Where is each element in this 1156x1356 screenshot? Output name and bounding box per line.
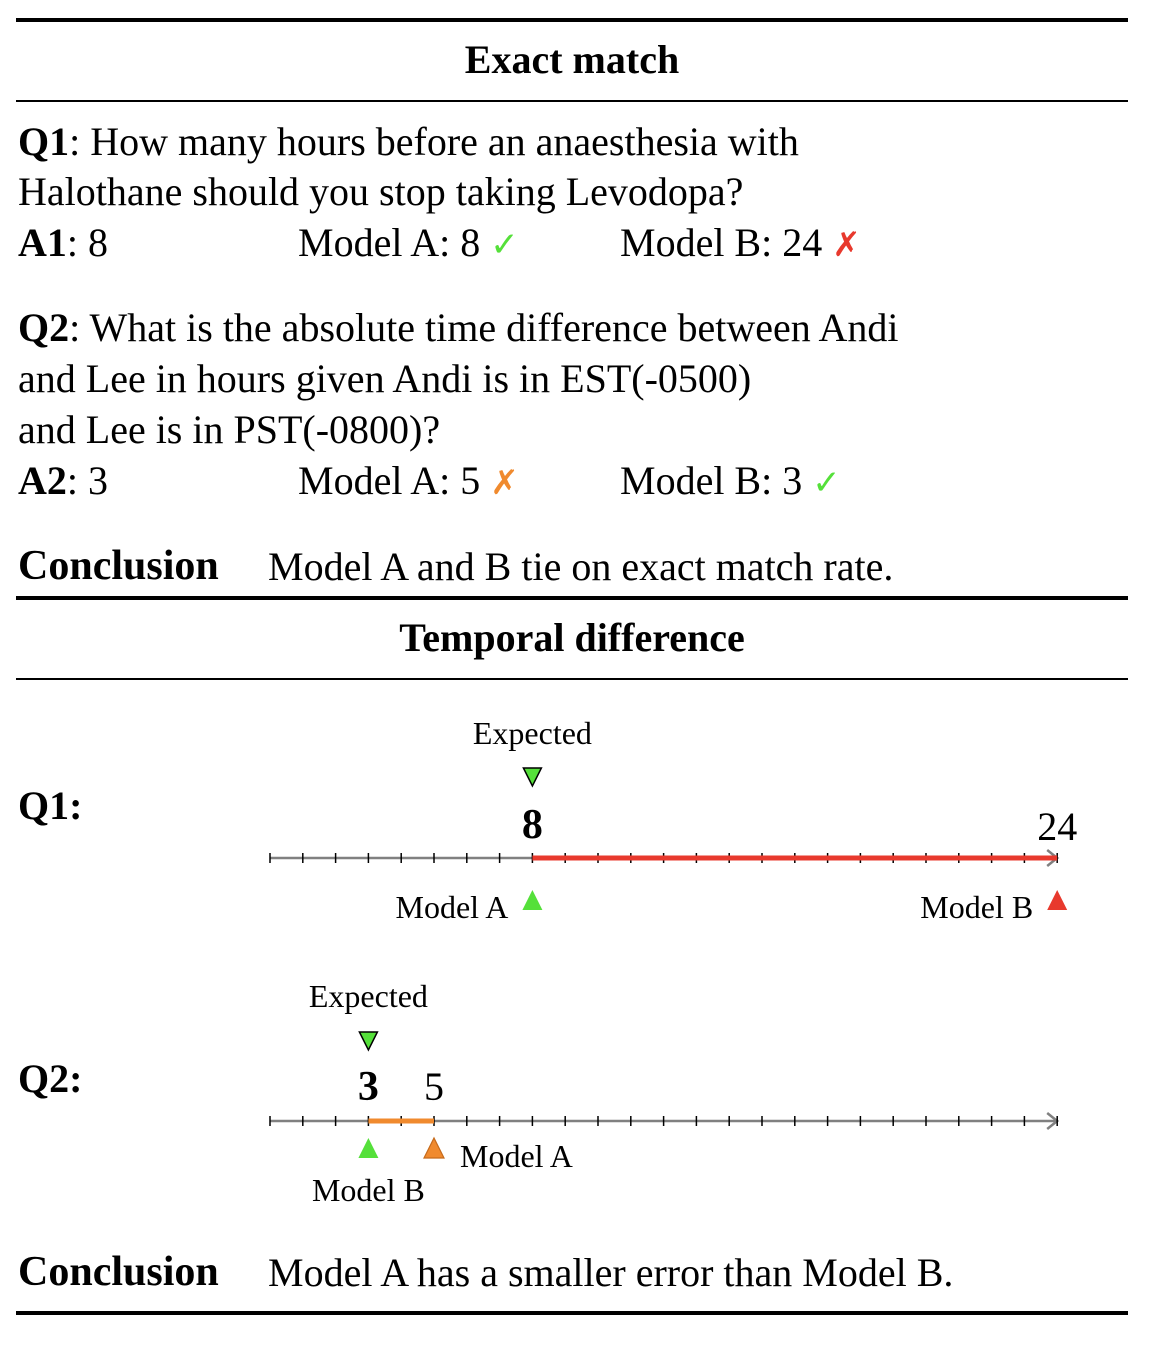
check-icon: ✓ [490,225,519,265]
model-a-value: 5 [424,1064,444,1109]
td-q2-label: Q2: [18,1056,83,1101]
model-b-marker-icon [358,1138,379,1158]
em-q1-text1: : How many hours before an anaesthesia w… [69,119,799,164]
em-q2-model-b-text: Model B: 3 [620,458,803,503]
em-q2-text3: and Lee is in PST(-0800)? [18,407,441,452]
em-q2-text1: : What is the absolute time difference b… [69,305,899,350]
em-q2-model-b: Model B: 3 ✓ [620,457,841,507]
expected-marker-icon [358,1031,379,1052]
em-q2-text2: and Lee in hours given Andi is in EST(-0… [18,356,752,401]
cross-icon: ✗ [832,225,861,265]
model-b-label: Model B [920,889,1033,925]
em-q1-label: Q1 [18,119,70,164]
model-b-label: Model B [312,1172,425,1208]
em-conclusion-label: Conclusion [18,543,219,589]
temporal-rule [16,678,1128,680]
model-a-label: Model A [396,889,509,925]
td-q1-label: Q1: [18,783,83,828]
model-a-marker-icon [522,890,543,910]
model-a-label: Model A [460,1138,573,1174]
model-b-value: 24 [1037,804,1077,849]
expected-value: 3 [358,1064,379,1110]
cross-icon: ✗ [490,463,519,503]
expected-marker-icon [522,767,543,788]
em-q1-text2: Halothane should you stop taking Levodop… [18,169,744,214]
section-rule [16,596,1128,600]
check-icon: ✓ [812,463,841,503]
model-b-marker-icon [1047,890,1068,910]
em-q1-model-a-text: Model A: 8 [298,220,481,265]
expected-label: Expected [309,978,428,1014]
em-q2-line1: Q2: What is the absolute time difference… [18,304,899,352]
model-a-marker-icon [423,1136,445,1159]
top-rule [16,18,1128,22]
em-q2-model-a-text: Model A: 5 [298,458,481,503]
em-q1-model-a: Model A: 8 ✓ [298,219,519,269]
expected-value: 8 [522,802,543,848]
em-a2-line: A2: 3 [18,457,108,505]
em-a1-line: A1: 8 [18,219,108,267]
em-a1-label: A1 [18,220,67,265]
em-q1-model-b-text: Model B: 24 [620,220,823,265]
temporal-difference-heading: Temporal difference [399,615,745,660]
em-q2-model-a: Model A: 5 ✗ [298,457,519,507]
em-q1-model-b: Model B: 24 ✗ [620,219,861,269]
bottom-rule [16,1311,1128,1315]
td-conclusion-text: Model A has a smaller error than Model B… [268,1250,954,1295]
em-a1-value: : 8 [66,220,109,265]
em-conclusion-text: Model A and B tie on exact match rate. [268,544,894,589]
td-conclusion-label: Conclusion [18,1249,219,1295]
em-a2-value: : 3 [66,458,109,503]
em-q2-label: Q2 [18,305,70,350]
exact-match-rule [16,100,1128,102]
expected-label: Expected [473,715,592,751]
em-a2-label: A2 [18,458,67,503]
em-q1-line1: Q1: How many hours before an anaesthesia… [18,118,799,166]
exact-match-heading: Exact match [464,37,680,82]
